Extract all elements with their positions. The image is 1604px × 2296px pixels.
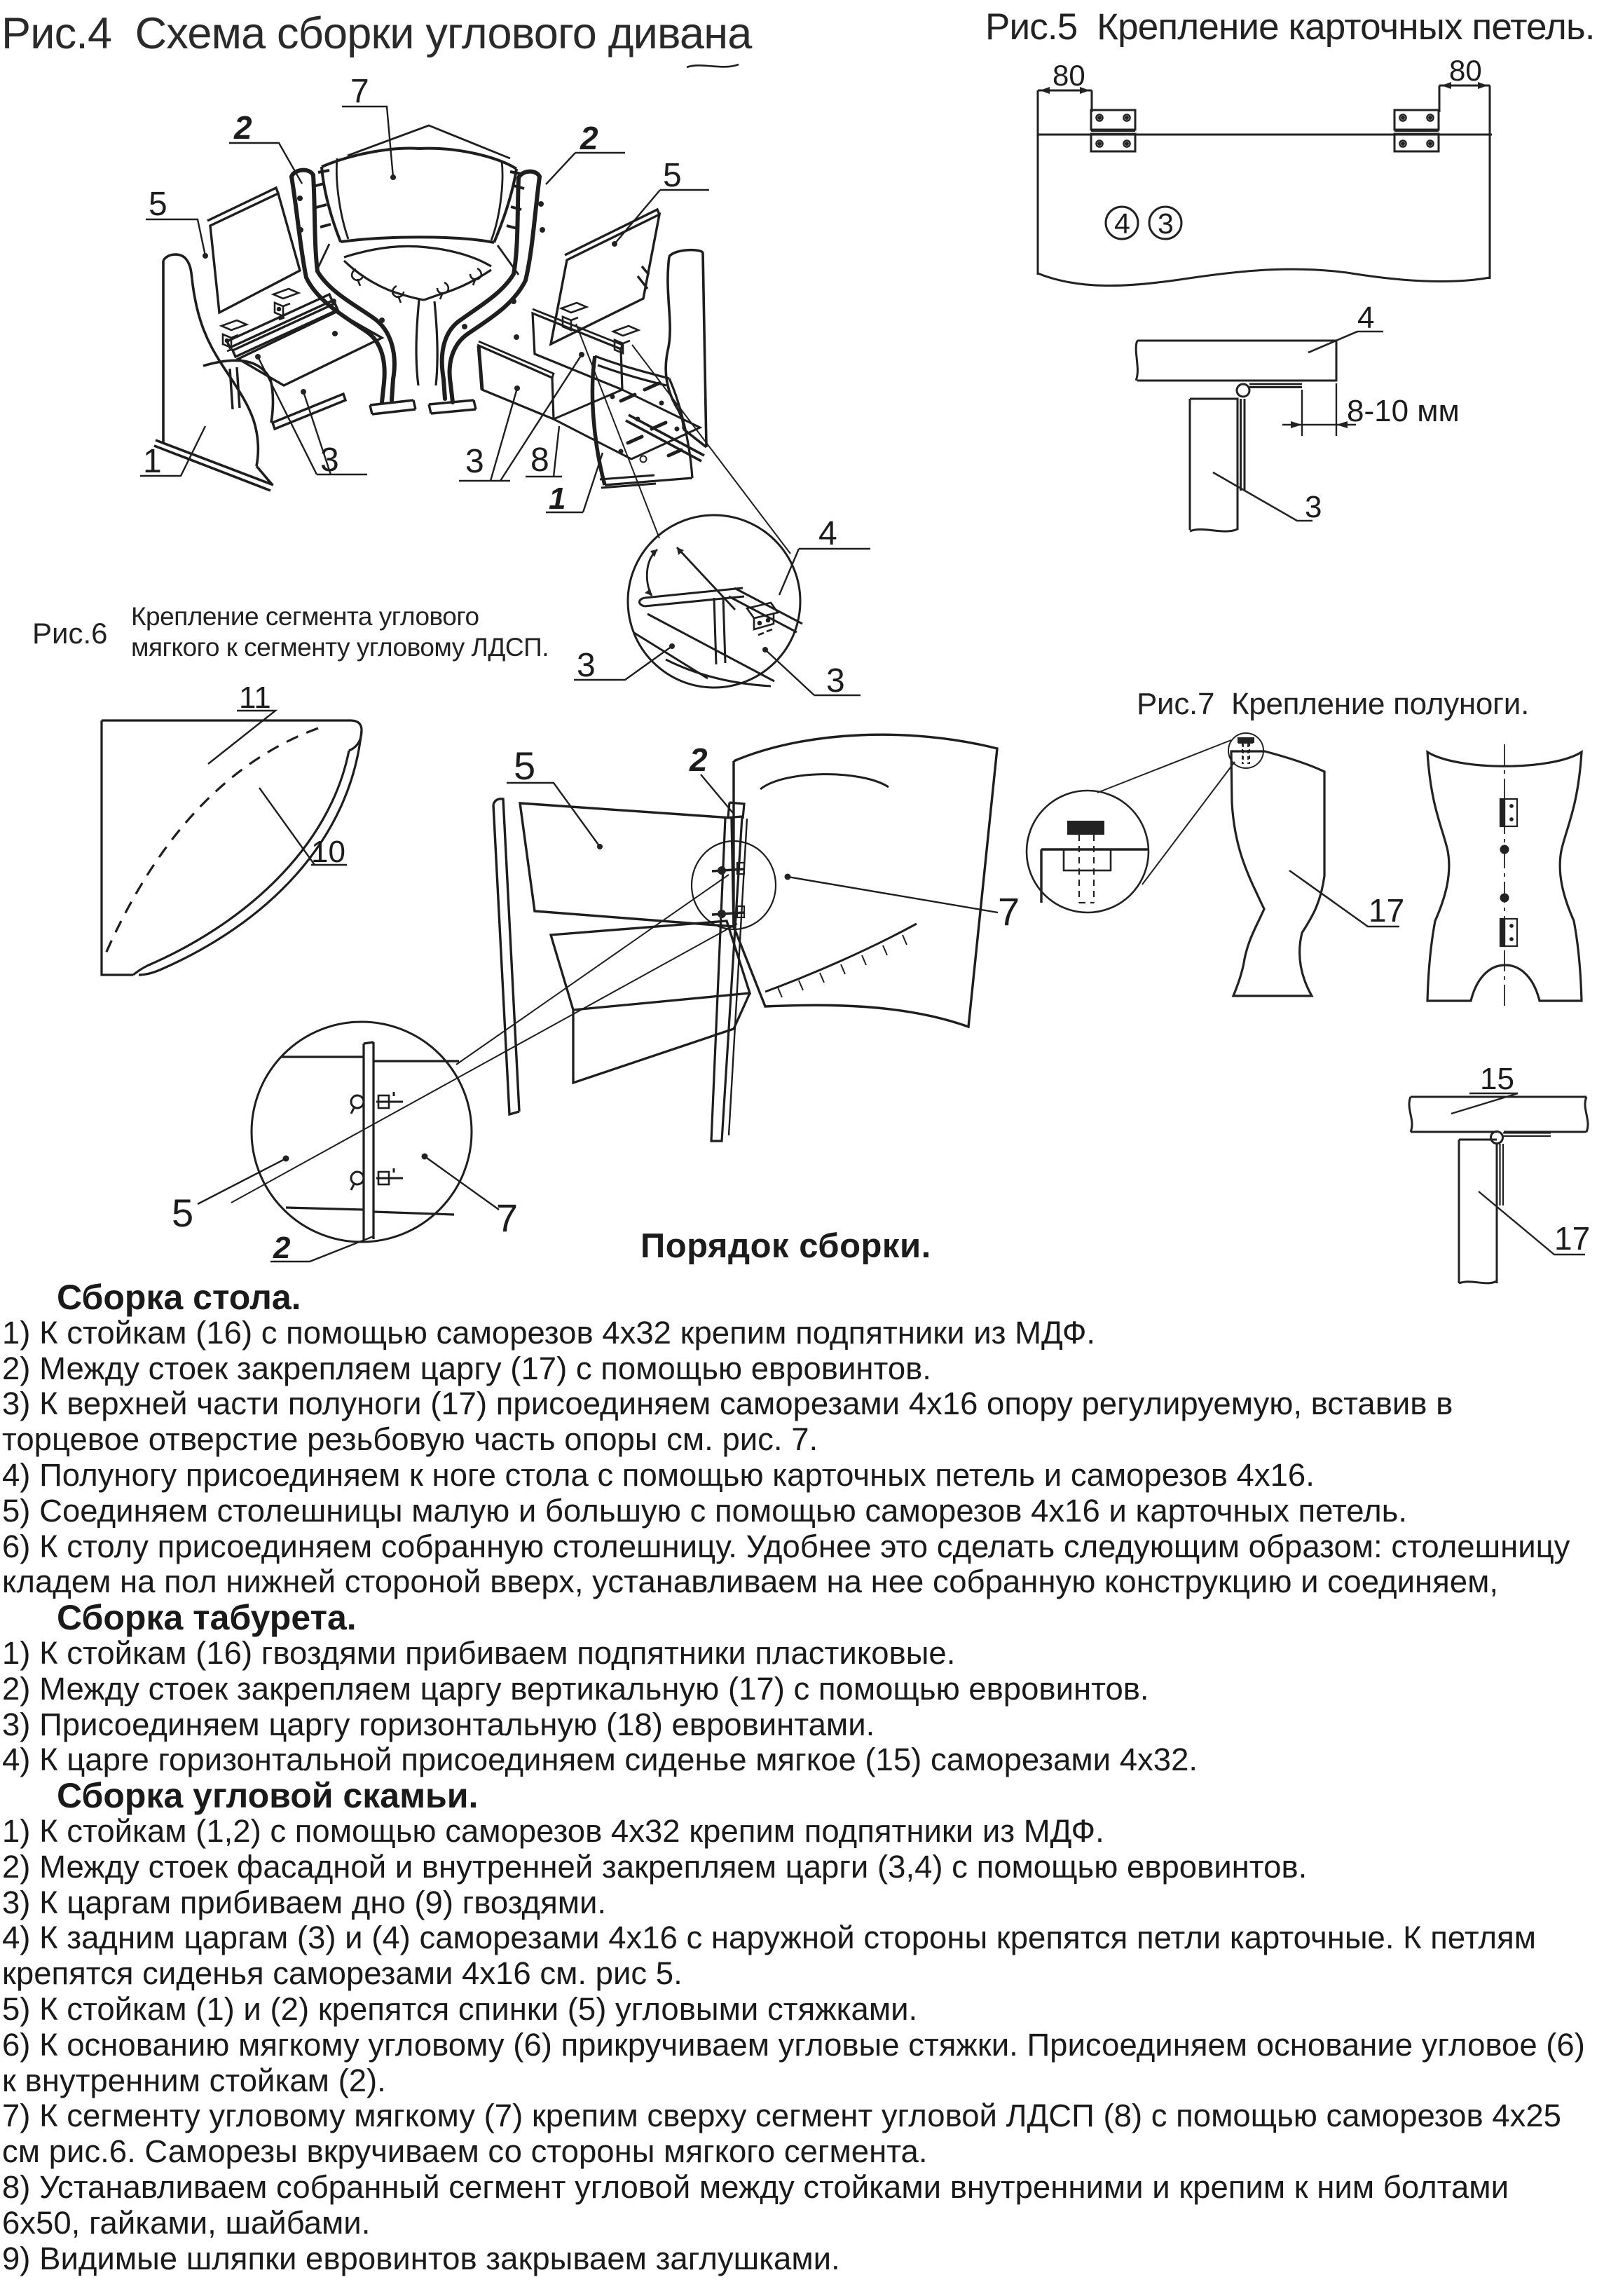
svg-text:17: 17 (1369, 892, 1404, 929)
svg-text:80: 80 (1053, 59, 1085, 92)
svg-text:10: 10 (311, 835, 345, 869)
svg-text:5: 5 (172, 1191, 193, 1235)
svg-text:5: 5 (663, 157, 682, 194)
svg-text:3: 3 (577, 647, 596, 684)
svg-text:3: 3 (1305, 490, 1322, 524)
svg-text:15: 15 (1480, 1062, 1514, 1096)
svg-text:80: 80 (1449, 54, 1482, 87)
svg-text:3: 3 (826, 662, 845, 699)
svg-text:2: 2 (689, 742, 708, 778)
svg-text:1: 1 (549, 481, 565, 516)
svg-text:5: 5 (514, 744, 535, 788)
svg-text:8-10 мм: 8-10 мм (1347, 394, 1460, 428)
svg-text:7: 7 (350, 73, 369, 110)
svg-text:2: 2 (233, 109, 252, 146)
svg-text:8: 8 (530, 442, 549, 479)
svg-text:4: 4 (1357, 301, 1374, 335)
svg-text:3: 3 (465, 443, 484, 480)
svg-text:3: 3 (1158, 207, 1174, 240)
svg-text:2: 2 (580, 120, 598, 156)
svg-text:7: 7 (998, 889, 1020, 934)
svg-text:11: 11 (239, 681, 271, 715)
svg-text:1: 1 (143, 443, 162, 480)
svg-text:5: 5 (149, 186, 167, 223)
svg-text:2: 2 (273, 1231, 291, 1265)
svg-text:4: 4 (1114, 207, 1130, 240)
svg-text:4: 4 (818, 515, 837, 552)
svg-text:7: 7 (496, 1196, 518, 1240)
svg-text:17: 17 (1554, 1220, 1590, 1257)
